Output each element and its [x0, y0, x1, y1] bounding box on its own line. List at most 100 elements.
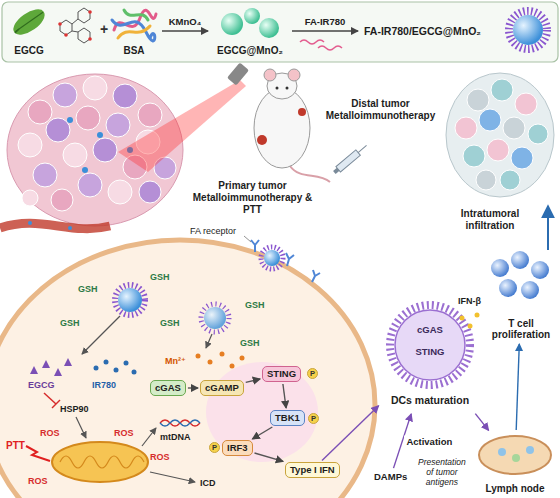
nanoparticle [115, 285, 145, 315]
pathway-box: cGAMP [200, 380, 244, 396]
process-label: ICD [200, 478, 216, 489]
dendritic-cell [390, 305, 470, 385]
arrow-connector [246, 379, 260, 382]
egcg-molecule [64, 33, 68, 37]
top-band [2, 2, 558, 62]
mtdna-helix [160, 420, 200, 426]
primary-tumor [76, 106, 100, 130]
primary-tumor [51, 189, 73, 211]
fa-receptor [244, 236, 320, 282]
mouse [290, 166, 330, 182]
phosphate-mark: P [307, 368, 318, 379]
blood-vessel [0, 221, 110, 230]
mouse [288, 69, 300, 81]
primary-tumor [138, 103, 162, 127]
ptt-lightning [26, 446, 50, 461]
ir780-strands [300, 40, 324, 44]
fa-receptor [251, 240, 259, 252]
primary-tumor [139, 181, 161, 203]
nanoparticle [261, 247, 283, 269]
primary-tumor [78, 173, 102, 197]
plus-sign: + [100, 22, 108, 36]
lymph-node-node: Lymph node [474, 432, 556, 496]
infiltration-arrow [547, 206, 549, 250]
hsp90-inhibition [44, 393, 60, 408]
distal-tumor [446, 73, 554, 197]
egcg-molecule [58, 8, 92, 43]
syringe [336, 150, 360, 172]
node-text: EGCG [14, 45, 43, 56]
pathway-box: Type I IFN [285, 462, 340, 478]
syringe [358, 145, 366, 152]
product-item: FA-IR780/EGCG@MnO₂ [360, 4, 500, 58]
edge-label: KMnO₄ [167, 16, 204, 27]
arrow-connector [322, 406, 379, 461]
t-cell-node: T cell proliferation [486, 250, 556, 342]
primary-tumor [18, 133, 42, 157]
ros-label: ROS [40, 428, 60, 439]
pathway-box: TBK1 [270, 410, 305, 426]
node-text: Type I IFN [290, 464, 335, 476]
primary-tumor [83, 76, 107, 100]
primary-tumor [46, 118, 70, 142]
distal-tumor [515, 93, 537, 115]
tumor-cell [0, 240, 375, 498]
node-text: DCs maturation [380, 394, 480, 406]
release-arrows [150, 472, 195, 482]
ifn-beta-dots [468, 324, 473, 329]
syringe [333, 168, 339, 174]
arrow-connector [255, 453, 284, 461]
egcg-triangles [64, 358, 72, 366]
primary-tumor [113, 84, 137, 108]
lymph-node [479, 436, 551, 474]
fa-receptor [244, 236, 251, 242]
pathway-box: IRF3 [222, 440, 253, 456]
distal-tumor [467, 89, 489, 111]
egcg-molecule [60, 8, 90, 43]
blood-vessel [68, 226, 72, 230]
mn-ions [196, 354, 201, 359]
primary-tumor [22, 190, 38, 206]
ir780-dots [94, 366, 99, 371]
egcg-molecule [78, 28, 90, 43]
arrow-connector [162, 30, 208, 31]
primary-tumor [97, 132, 103, 138]
mouse [286, 87, 289, 90]
mn-ions [208, 360, 213, 365]
ros-label: ROS [28, 476, 48, 487]
signal-text: DAMPs [372, 470, 409, 484]
lymph-node [479, 436, 551, 474]
ingredient-item: EGCG [6, 4, 52, 58]
node-text: Lymph node [485, 483, 544, 494]
mn-ions [230, 364, 235, 369]
primary-tumor [33, 163, 57, 187]
molecule-label: GSH [60, 318, 80, 329]
hsp90-inhibition [52, 400, 60, 408]
node-text: FA-IR780/EGCG@MnO₂ [364, 25, 481, 37]
node-text: cGAMP [205, 382, 239, 394]
egcg-triangles [30, 358, 72, 376]
t-cells [521, 281, 539, 299]
distal-tumor [476, 170, 496, 190]
ir780-strands [318, 46, 342, 50]
node-text: T cell proliferation [486, 318, 556, 340]
node-text: BSA [123, 45, 144, 56]
mouse [264, 69, 276, 81]
mtdna-helix [160, 420, 200, 426]
laser [118, 62, 249, 172]
egcg-molecule [78, 8, 90, 23]
arrow-connector [475, 414, 488, 431]
primary-tumor [28, 100, 52, 124]
edge-label: Presentation of tumor antigens [412, 457, 472, 487]
egcg-molecule [72, 19, 78, 24]
final-nanoparticle [509, 11, 547, 49]
ir780-dots [132, 370, 137, 375]
fa-receptor [286, 253, 294, 266]
mn-ions [240, 356, 245, 361]
ir780-dots [124, 361, 129, 366]
node-text: STING [380, 346, 480, 358]
mn-ions [220, 352, 225, 357]
edge-label: FA-IR780 [303, 16, 348, 27]
